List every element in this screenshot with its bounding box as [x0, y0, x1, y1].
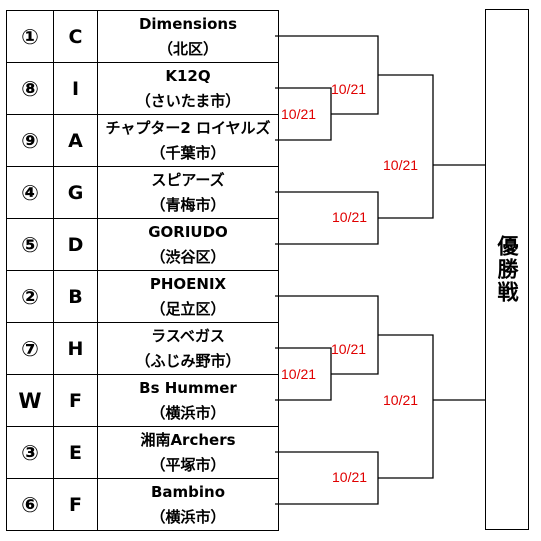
line-m-2-w7w — [275, 295, 379, 375]
team-cell: GORIUDO （渋谷区） — [97, 218, 279, 271]
team-name: ラスベガス — [151, 326, 225, 345]
date-label: 10/21 — [383, 392, 419, 408]
group-cell: F — [53, 374, 98, 427]
group-cell: B — [53, 270, 98, 323]
team-area: （横浜市） — [150, 507, 226, 526]
team-area: （北区） — [157, 39, 218, 58]
group-cell: E — [53, 426, 98, 479]
date-label: 10/21 — [332, 469, 368, 485]
team-name: Bs Hummer — [139, 378, 237, 397]
team-cell: Bs Hummer （横浜市） — [97, 374, 279, 427]
team-cell: PHOENIX （足立区） — [97, 270, 279, 323]
seed-cell: ⑧ — [6, 62, 54, 115]
team-cell: Bambino （横浜市） — [97, 478, 279, 531]
date-label: 10/21 — [331, 81, 367, 97]
team-cell: スピアーズ （青梅市） — [97, 166, 279, 219]
seed-cell: ③ — [6, 426, 54, 479]
group-cell: C — [53, 10, 98, 63]
team-cell: K12Q （さいたま市） — [97, 62, 279, 115]
seed-cell: ② — [6, 270, 54, 323]
date-label: 10/21 — [281, 106, 317, 122]
team-cell: 湘南Archers （平塚市） — [97, 426, 279, 479]
team-area: （千葉市） — [150, 143, 226, 162]
team-area: （横浜市） — [150, 403, 226, 422]
team-name: 湘南Archers — [140, 430, 236, 449]
seed-cell: ⑥ — [6, 478, 54, 531]
seed-cell: ① — [6, 10, 54, 63]
date-label: 10/21 — [281, 366, 317, 382]
date-label: 10/21 — [383, 157, 419, 173]
seed-cell: ④ — [6, 166, 54, 219]
final-label: 優勝戦 — [495, 235, 519, 304]
team-cell: ラスベガス （ふじみ野市） — [97, 322, 279, 375]
date-label: 10/21 — [331, 341, 367, 357]
seed-cell: W — [6, 374, 54, 427]
team-area: （さいたま市） — [135, 91, 241, 110]
seed-cell: ⑦ — [6, 322, 54, 375]
team-area: （渋谷区） — [150, 247, 226, 266]
date-label: 10/21 — [332, 209, 368, 225]
team-name: チャプター2 ロイヤルズ — [105, 118, 271, 137]
line-m-bottom-semi — [378, 334, 434, 479]
line-m-top-semi — [378, 74, 434, 219]
team-name: スピアーズ — [151, 170, 225, 189]
team-area: （ふじみ野市） — [135, 351, 241, 370]
team-area: （平塚市） — [150, 455, 226, 474]
seed-cell: ⑤ — [6, 218, 54, 271]
team-name: PHOENIX — [149, 274, 227, 293]
team-name: GORIUDO — [148, 222, 228, 241]
team-area: （足立区） — [150, 299, 226, 318]
team-name: K12Q — [165, 66, 211, 85]
team-name: Dimensions — [138, 14, 238, 33]
team-name: Bambino — [150, 482, 226, 501]
final-box: 優勝戦 — [485, 9, 529, 530]
team-area: （青梅市） — [150, 195, 226, 214]
line-m-1-w89 — [275, 35, 379, 115]
